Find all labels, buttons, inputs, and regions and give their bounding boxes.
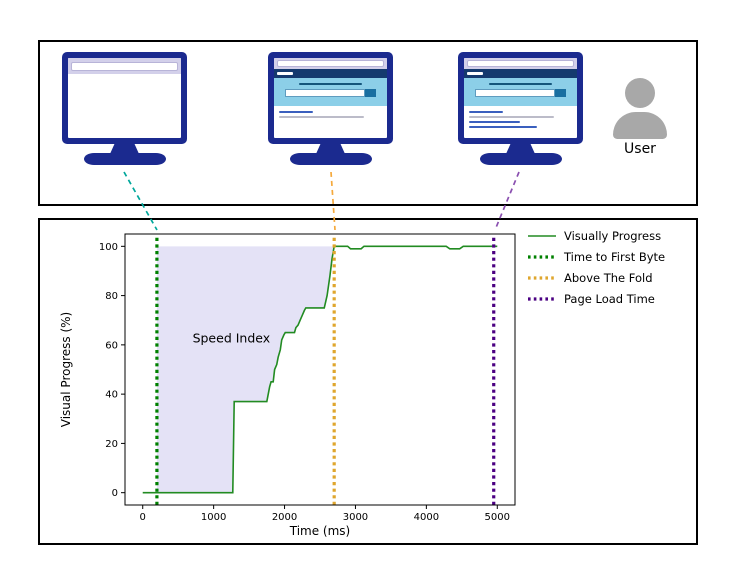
browser-toolbar: [68, 58, 181, 74]
monitor-blank-page: [62, 52, 187, 165]
address-bar: [277, 60, 384, 67]
address-bar: [467, 60, 574, 67]
hero-banner: [274, 78, 387, 106]
x-tick-label: 4000: [414, 512, 439, 523]
monitor-screen: [458, 52, 583, 144]
y-tick-label: 0: [112, 488, 118, 499]
legend-item: Above The Fold: [526, 270, 665, 286]
legend-sample-dotted: [528, 297, 556, 301]
x-tick-label: 5000: [485, 512, 510, 523]
browser-toolbar: [274, 58, 387, 69]
search-button: [554, 89, 566, 97]
visually-progress-line: [142, 245, 498, 494]
y-tick-label: 60: [105, 340, 118, 351]
monitor-base: [289, 153, 372, 165]
monitor-base: [479, 153, 562, 165]
legend-label: Visually Progress: [564, 229, 662, 243]
monitor-loaded-page: [458, 52, 583, 165]
browser-full-page: [464, 58, 577, 138]
speed-index-annotation: Speed Index: [193, 330, 271, 345]
monitor-base: [83, 153, 166, 165]
y-tick-label: 80: [105, 291, 118, 302]
legend-item: Time to First Byte: [526, 249, 665, 265]
legend-item: Visually Progress: [526, 228, 665, 244]
site-header: [464, 69, 577, 78]
search-box: [475, 89, 555, 97]
x-tick-label: 0: [140, 512, 146, 523]
site-logo: [467, 72, 483, 75]
user-label: User: [624, 141, 656, 157]
text-line: [279, 116, 364, 118]
monitor-screen: [62, 52, 187, 144]
text-line: [469, 111, 503, 113]
search-box: [285, 89, 365, 97]
monitor-stand: [109, 143, 140, 155]
loading-stages-panel: User: [38, 40, 698, 206]
browser-partial-page: [274, 58, 387, 138]
user-figure: User: [600, 78, 680, 157]
monitor-above-fold-page: [268, 52, 393, 165]
site-header: [274, 69, 387, 78]
page-content: [464, 106, 577, 128]
y-tick-label: 40: [105, 390, 118, 401]
y-tick-label: 100: [99, 242, 118, 253]
x-tick-label: 3000: [343, 512, 368, 523]
monitor-stand: [315, 143, 346, 155]
legend-item: Page Load Time: [526, 291, 665, 307]
axes-frame: [124, 233, 516, 506]
search-button: [364, 89, 376, 97]
x-tick-label: 2000: [272, 512, 297, 523]
speed-index-region: [156, 246, 335, 493]
x-axis-label: Time (ms): [289, 524, 351, 538]
user-body-icon: [613, 112, 667, 139]
page-content: [274, 106, 387, 118]
legend-label: Above The Fold: [564, 271, 653, 285]
text-line: [469, 126, 537, 128]
user-head-icon: [625, 78, 655, 108]
address-bar: [71, 61, 178, 71]
text-line: [279, 111, 313, 113]
x-tick-label: 1000: [201, 512, 226, 523]
legend-sample-dotted: [528, 276, 556, 280]
text-line: [469, 121, 520, 123]
legend-sample-solid: [528, 235, 556, 237]
legend-sample-dotted: [528, 255, 556, 259]
legend-label: Time to First Byte: [564, 250, 666, 264]
legend-label: Page Load Time: [564, 292, 655, 306]
hero-banner: [464, 78, 577, 106]
monitor-stand: [505, 143, 536, 155]
y-tick-label: 20: [105, 439, 118, 450]
browser-blank-page: [68, 58, 181, 138]
monitor-screen: [268, 52, 393, 144]
browser-toolbar: [464, 58, 577, 69]
hero-title-line: [299, 83, 362, 85]
site-logo: [277, 72, 293, 75]
y-axis-label: Visual Progress (%): [59, 312, 73, 427]
text-line: [469, 116, 554, 118]
search-row: [285, 89, 376, 97]
search-row: [475, 89, 566, 97]
hero-title-line: [489, 83, 552, 85]
